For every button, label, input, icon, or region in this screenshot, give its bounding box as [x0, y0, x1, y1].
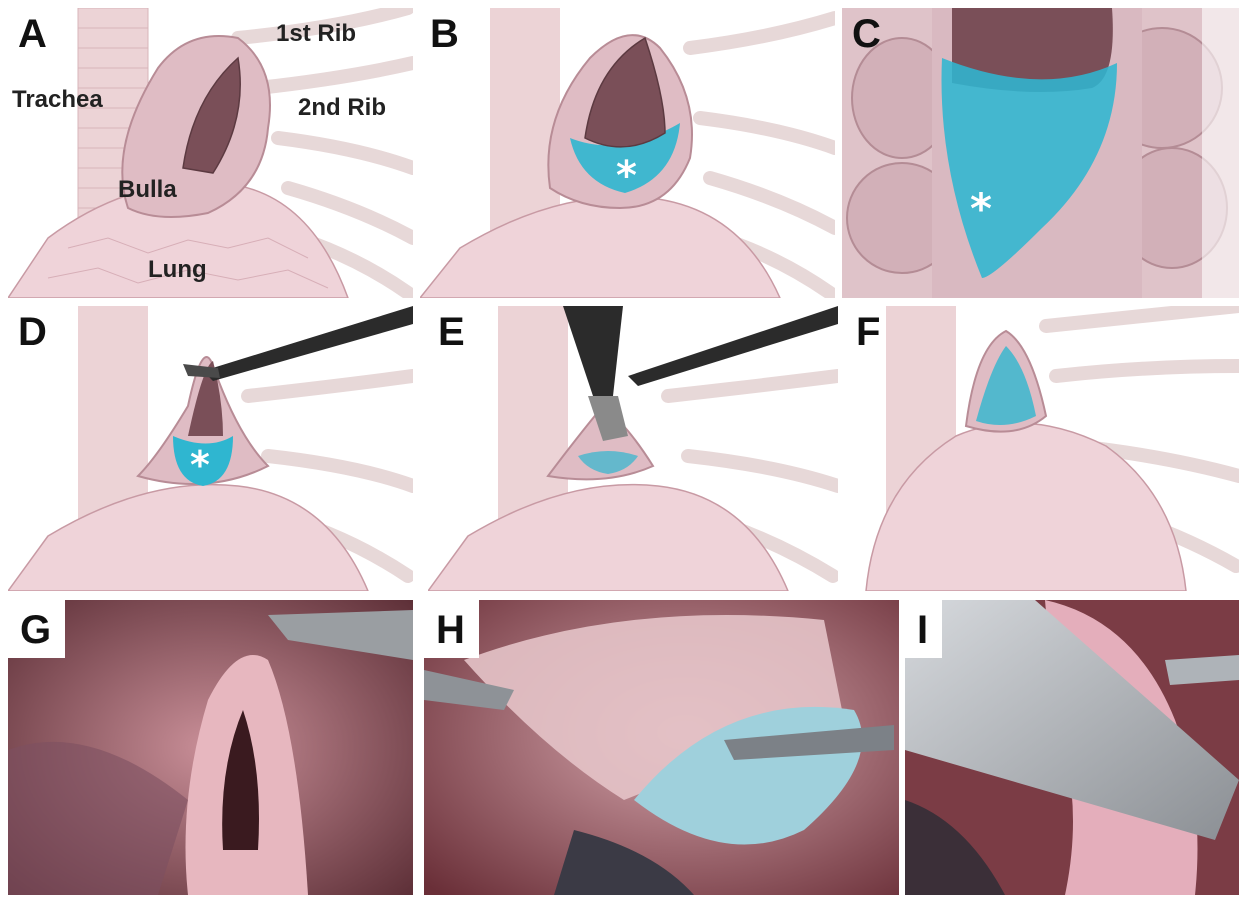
panel-f-illustration [846, 306, 1239, 591]
trachea-label: Trachea [12, 86, 103, 114]
panel-c: C * [842, 8, 1239, 298]
panel-e: E [428, 306, 838, 591]
panel-a-illustration [8, 8, 413, 298]
sealant-marker: * [190, 446, 210, 484]
panel-e-label: E [428, 306, 475, 356]
panel-c-label: C [842, 8, 891, 58]
first-rib-label: 1st Rib [276, 20, 356, 48]
sealant-marker: * [616, 156, 637, 196]
panel-b-label: B [420, 8, 469, 58]
sealant-marker: * [970, 188, 992, 230]
panel-g: G [8, 600, 413, 895]
panel-i-photo [905, 600, 1239, 895]
panel-f-label: F [846, 306, 890, 356]
panel-g-photo [8, 600, 413, 895]
panel-g-label: G [8, 600, 65, 658]
panel-c-illustration [842, 8, 1239, 298]
panel-h-label: H [424, 600, 479, 658]
second-rib-label: 2nd Rib [298, 94, 386, 122]
panel-e-illustration [428, 306, 838, 591]
panel-i-label: I [905, 600, 942, 658]
panel-h-photo [424, 600, 899, 895]
bulla-label: Bulla [118, 176, 177, 204]
panel-b: B * [420, 8, 835, 298]
panel-i: I [905, 600, 1239, 895]
panel-d-label: D [8, 306, 57, 356]
panel-a: A 1st Rib Trachea 2nd Rib Bulla Lung [8, 8, 413, 298]
panel-d: D * [8, 306, 413, 591]
lung-label: Lung [148, 256, 207, 284]
panel-f: F [846, 306, 1239, 591]
panel-d-illustration [8, 306, 413, 591]
panel-a-label: A [8, 8, 57, 58]
panel-h: H [424, 600, 899, 895]
